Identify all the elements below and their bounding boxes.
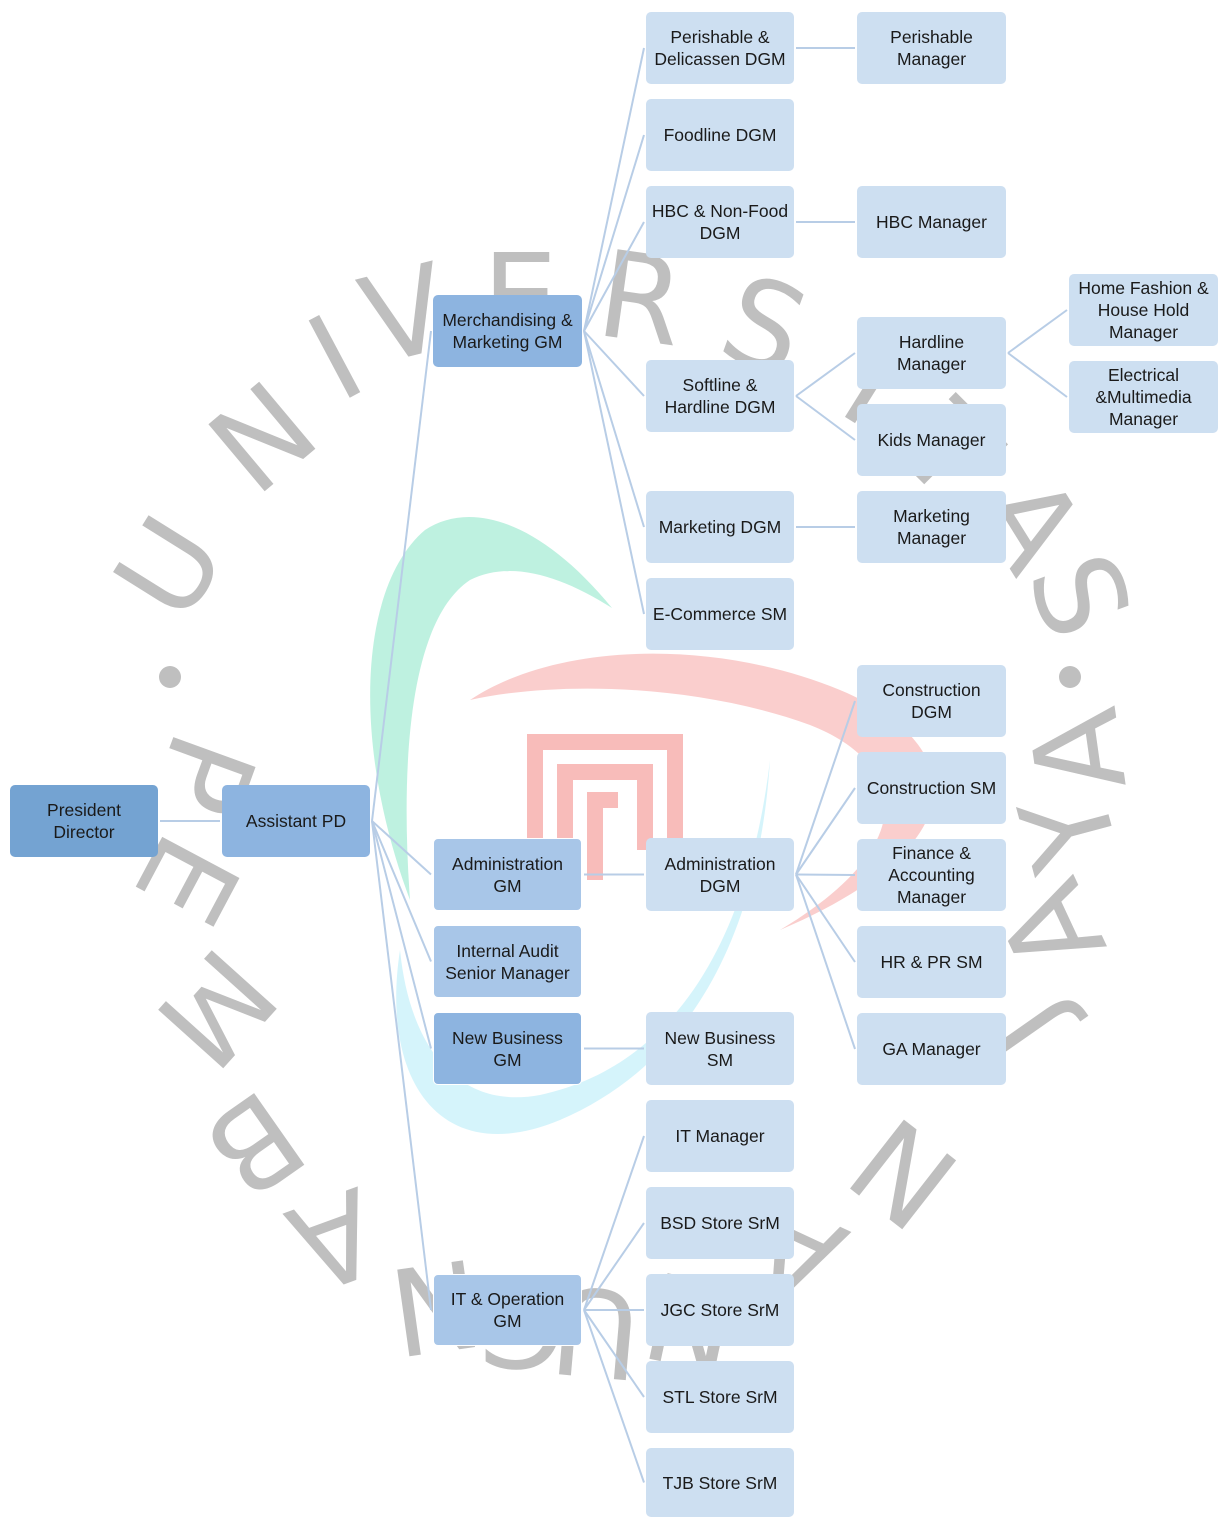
connector-hard-home xyxy=(1007,309,1068,354)
it-operation-gm-box: IT & Operation GM xyxy=(433,1274,582,1346)
watermark-dot xyxy=(159,666,181,688)
watermark-letter: A xyxy=(1005,700,1154,801)
hr-pr-sm-box: HR & PR SM xyxy=(857,926,1006,998)
connector-merch-ecom xyxy=(583,330,645,615)
hbc-nonfood-dgm-box: HBC & Non-Food DGM xyxy=(646,186,794,258)
foodline-dgm-box: Foodline DGM xyxy=(646,99,794,171)
connector-itop-tjb xyxy=(583,1309,645,1483)
bsd-store-srm-box: BSD Store SrM xyxy=(646,1187,794,1259)
jgc-store-srm-box: JGC Store SrM xyxy=(646,1274,794,1346)
electrical-multimedia-manager-box: Electrical &Multimedia Manager xyxy=(1069,361,1218,433)
marketing-manager-box: Marketing Manager xyxy=(857,491,1006,563)
administration-gm-box: Administration GM xyxy=(433,838,582,911)
logo-green-arc xyxy=(370,516,612,900)
it-manager-box: IT Manager xyxy=(646,1100,794,1172)
perishable-manager-box: Perishable Manager xyxy=(857,12,1006,84)
connector-itop-itmgr xyxy=(583,1135,645,1311)
ecommerce-sm-box: E-Commerce SM xyxy=(646,578,794,650)
connector-assistant-merch xyxy=(371,330,432,822)
connector-merch-food xyxy=(583,134,645,332)
connector-assistant-itop xyxy=(371,820,432,1311)
administration-dgm-box: Administration DGM xyxy=(646,838,794,911)
connector-assistant-admgm xyxy=(371,820,432,876)
connector-admdgm-constdgm xyxy=(795,700,856,875)
president-director-box: President Director xyxy=(10,785,158,857)
logo-blue-arc xyxy=(396,760,770,1135)
connector-admdgm-ga xyxy=(795,874,856,1050)
connector-merch-hbcdgm xyxy=(583,221,645,332)
construction-dgm-box: Construction DGM xyxy=(857,665,1006,737)
connector-soft-hard xyxy=(795,352,856,397)
logo-red-arc xyxy=(470,653,935,930)
assistant-pd-box: Assistant PD xyxy=(222,785,370,857)
connector-merch-soft xyxy=(583,330,645,397)
connector-admdgm-constsm xyxy=(795,787,856,876)
hardline-manager-box: Hardline Manager xyxy=(857,317,1006,389)
connector-hard-elec xyxy=(1007,352,1068,398)
construction-sm-box: Construction SM xyxy=(857,752,1006,824)
logo-emblem xyxy=(527,734,683,880)
new-business-sm-box: New Business SM xyxy=(646,1012,794,1085)
stl-store-srm-box: STL Store SrM xyxy=(646,1361,794,1433)
connector-itop-stl xyxy=(583,1309,645,1398)
kids-manager-box: Kids Manager xyxy=(857,404,1006,476)
connector-merch-perdgm xyxy=(583,47,645,332)
internal-audit-senior-manager-box: Internal Audit Senior Manager xyxy=(433,925,582,998)
connector-assistant-newbiz xyxy=(371,820,432,1049)
hbc-manager-box: HBC Manager xyxy=(857,186,1006,258)
merchandising-marketing-gm-box: Merchandising & Marketing GM xyxy=(433,295,582,367)
softline-hardline-dgm-box: Softline & Hardline DGM xyxy=(646,360,794,432)
ga-manager-box: GA Manager xyxy=(857,1013,1006,1085)
perishable-delicassen-dgm-box: Perishable & Delicassen DGM xyxy=(646,12,794,84)
connector-admdgm-hr xyxy=(795,873,856,963)
finance-accounting-manager-box: Finance & Accounting Manager xyxy=(857,839,1006,911)
connector-itop-bsd xyxy=(583,1222,645,1311)
watermark-dot xyxy=(1059,666,1081,688)
tjb-store-srm-box: TJB Store SrM xyxy=(646,1448,794,1517)
connector-admdgm-fin xyxy=(795,873,856,876)
new-business-gm-box: New Business GM xyxy=(433,1012,582,1085)
connector-soft-kids xyxy=(795,395,856,441)
connector-assistant-audit xyxy=(371,820,432,962)
marketing-dgm-box: Marketing DGM xyxy=(646,491,794,563)
connector-merch-mktdgm xyxy=(583,330,645,528)
home-fashion-house-hold-manager-box: Home Fashion & House Hold Manager xyxy=(1069,274,1218,346)
